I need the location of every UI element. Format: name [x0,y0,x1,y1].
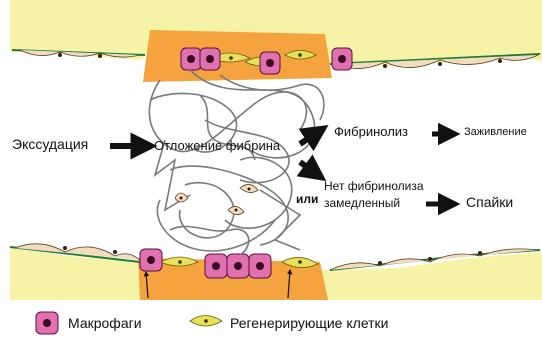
healing-label: Заживление [464,126,527,138]
no-fibrinolysis-label-line2: замедленный [324,196,400,210]
to-fibrinolysis-arrow [300,128,324,144]
macrophage-icon [36,312,58,334]
fibrinolysis-label: Фибринолиз [334,124,408,139]
or-label: или [296,192,318,206]
no-fibrinolysis-label-line1: Нет фибринолиза [324,179,424,193]
to-no-fibrinolysis-arrow [300,162,322,178]
free-cells [175,184,258,214]
legend-regenerating-cells-label: Регенерирующие клетки [230,315,389,331]
regenerating-cell-icon [190,316,222,327]
exudation-label: Экссудация [12,136,88,152]
fibrin-deposit-label: Отложение фибрина [154,138,280,153]
legend-macrophages-label: Макрофаги [68,315,142,331]
fibrin-mesh [149,70,324,255]
adhesions-label: Спайки [466,194,513,210]
